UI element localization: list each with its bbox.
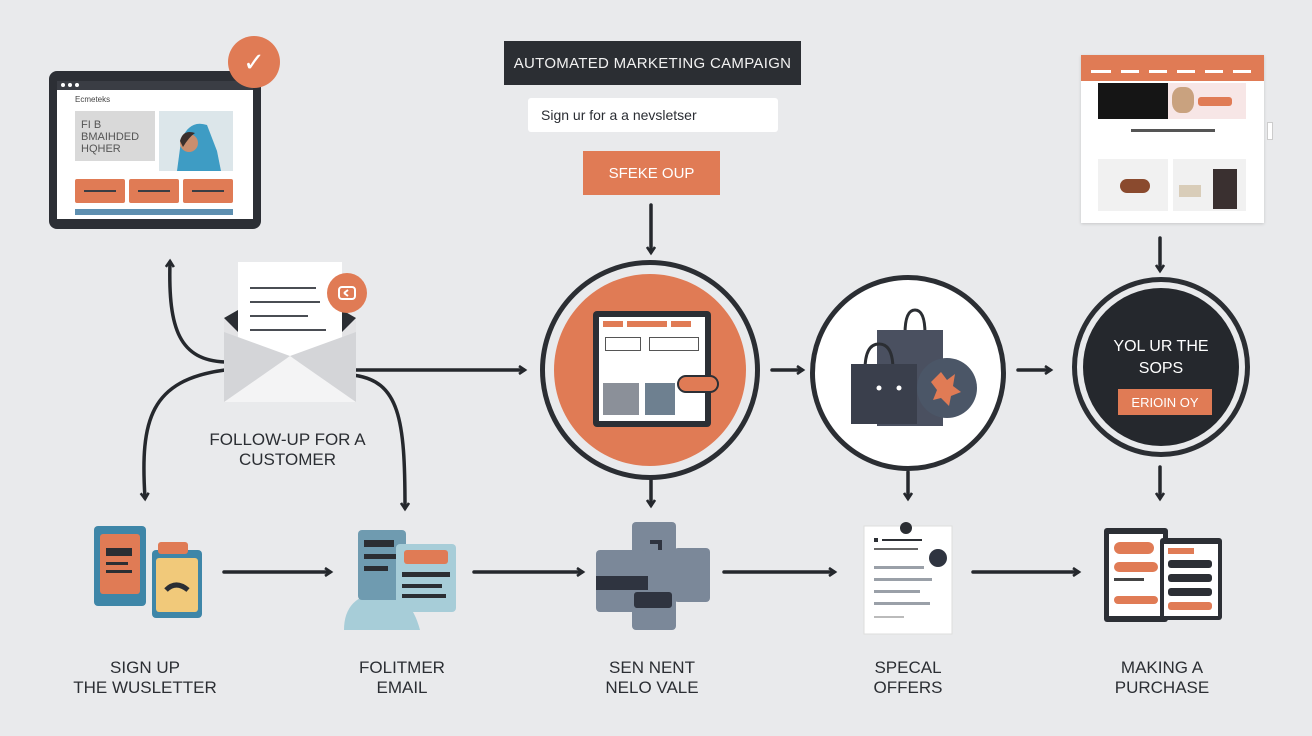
step-label-value: SEN NENT NELO VALE: [605, 658, 699, 697]
site-button-3[interactable]: [183, 179, 233, 203]
shop-banner: [1098, 83, 1246, 119]
arrow-envelope-to-email: [350, 373, 405, 508]
step-label-purchase: MAKING A PURCHASE: [1114, 658, 1210, 697]
shop-product-1[interactable]: [1098, 159, 1168, 211]
signup-cards-icon: [92, 524, 204, 618]
arrow-envelope-to-laptop: [170, 262, 227, 364]
webpage-circle: [540, 260, 760, 480]
step-label-offers: SPECAL OFFERS: [873, 658, 943, 697]
shop-caption: [1131, 129, 1215, 132]
email-cards-icon: [340, 526, 460, 630]
shopping-circle: [810, 275, 1006, 471]
check-icon: ✓: [228, 36, 280, 88]
site-button-1[interactable]: [75, 179, 125, 203]
shop-product-2[interactable]: [1173, 159, 1246, 211]
shop-circle-button[interactable]: ERIOIN OY: [1118, 389, 1212, 415]
shop-scrollbar[interactable]: [1267, 122, 1273, 140]
envelope-icon: [220, 258, 360, 406]
campaign-title: AUTOMATED MARKETING CAMPAIGN: [504, 41, 801, 85]
site-footer-strip: [75, 209, 233, 215]
signup-cta-button[interactable]: SFEKE OUP: [583, 151, 720, 195]
site-name: Ecmeteks: [75, 95, 111, 104]
arrow-envelope-to-signup: [144, 368, 227, 498]
hero-photo: [159, 111, 233, 171]
website-screen: Ecmeteks FI B BMAIHDED HQHER: [57, 81, 253, 219]
hero-headline-1: FI B BMAIHDED: [81, 119, 140, 143]
site-button-2[interactable]: [129, 179, 179, 203]
step-label-email: FOLITMER EMAIL: [359, 658, 445, 697]
shop-header: [1081, 55, 1264, 81]
shop-circle: YOL UR THE SOPS ERIOIN OY: [1072, 277, 1250, 457]
browser-bar: [57, 81, 253, 90]
hero-banner: FI B BMAIHDED HQHER: [75, 111, 155, 161]
website-laptop: Ecmeteks FI B BMAIHDED HQHER: [49, 71, 261, 229]
shop-circle-text-1: YOL UR THE: [1113, 338, 1209, 355]
webpage-icon: [593, 311, 711, 427]
step-label-signup: SIGN UP THE WUSLETTER: [73, 658, 217, 697]
newsletter-signup-field[interactable]: Sign ur for a a nevsletser: [528, 98, 778, 132]
hero-headline-2: HQHER: [81, 143, 121, 155]
shopping-bags-icon: [851, 308, 977, 426]
mail-badge-icon: [327, 273, 367, 313]
online-shop-window: [1081, 55, 1273, 223]
shop-circle-text-2: SOPS: [1138, 360, 1184, 377]
purchase-screens-icon: [1102, 524, 1224, 624]
followup-label: FOLLOW-UP FOR A CUSTOMER: [209, 430, 366, 469]
content-blocks-icon: [594, 520, 712, 632]
webpage-tag: [677, 375, 719, 393]
offers-sheet-icon: [862, 520, 954, 636]
